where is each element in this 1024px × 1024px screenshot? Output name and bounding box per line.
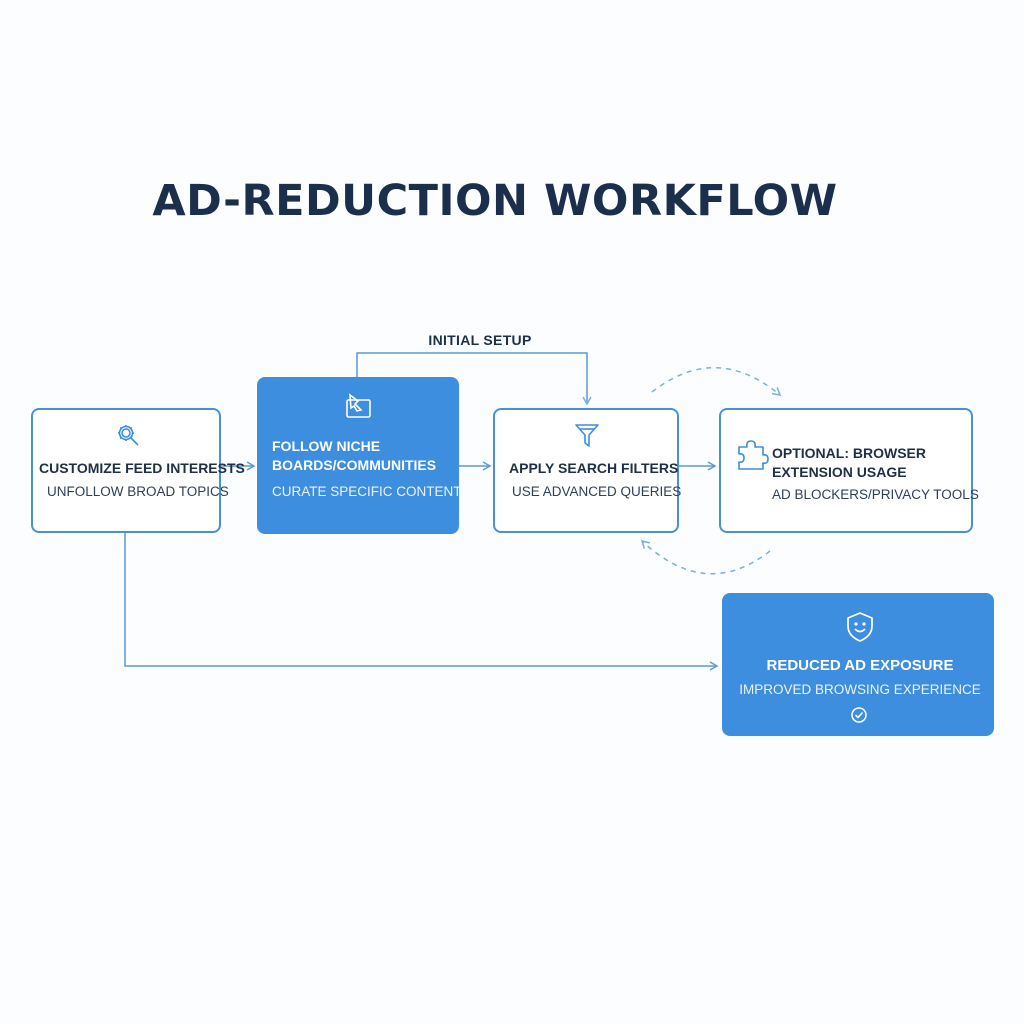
result-subtitle: IMPROVED BROWSING EXPERIENCE	[739, 682, 981, 697]
puzzle-piece-icon	[735, 438, 769, 472]
step-subtitle: USE ADVANCED QUERIES	[512, 484, 682, 499]
step-subtitle: UNFOLLOW BROAD TOPICS	[47, 484, 229, 499]
result-reduced-ad-exposure: REDUCED AD EXPOSURE IMPROVED BROWSING EX…	[722, 593, 994, 736]
filter-funnel-icon	[574, 422, 600, 450]
initial-setup-label: INITIAL SETUP	[428, 332, 532, 348]
dashed-cycle-arrow-bottom	[640, 539, 771, 575]
check-circle-icon	[850, 706, 868, 724]
step-browser-extension: OPTIONAL: BROWSER EXTENSION USAGE AD BLO…	[719, 408, 979, 533]
step-title: CUSTOMIZE FEED INTERESTS	[39, 460, 245, 476]
step-title: FOLLOW NICHE BOARDS/COMMUNITIES	[272, 438, 437, 473]
step-subtitle: CURATE SPECIFIC CONTENT	[272, 484, 462, 499]
result-title: REDUCED AD EXPOSURE	[766, 657, 954, 674]
arrow-initial-setup-loop	[356, 352, 592, 406]
step-customize-feed: CUSTOMIZE FEED INTERESTS UNFOLLOW BROAD …	[31, 408, 245, 533]
gear-search-icon	[115, 422, 143, 450]
step-follow-niche-boards: FOLLOW NICHE BOARDS/COMMUNITIES CURATE S…	[257, 377, 462, 534]
diagram-title: AD-REDUCTION WORKFLOW	[152, 176, 838, 226]
arrow-step1-to-result	[124, 533, 719, 671]
shield-smile-icon	[845, 611, 875, 643]
step-title: OPTIONAL: BROWSER EXTENSION USAGE	[772, 445, 926, 480]
dashed-cycle-arrow-top	[651, 367, 782, 396]
step-subtitle: AD BLOCKERS/PRIVACY TOOLS	[772, 487, 979, 502]
step-apply-search-filters: APPLY SEARCH FILTERS USE ADVANCED QUERIE…	[493, 408, 682, 533]
step-title: APPLY SEARCH FILTERS	[509, 460, 679, 476]
pin-board-icon	[343, 391, 375, 423]
